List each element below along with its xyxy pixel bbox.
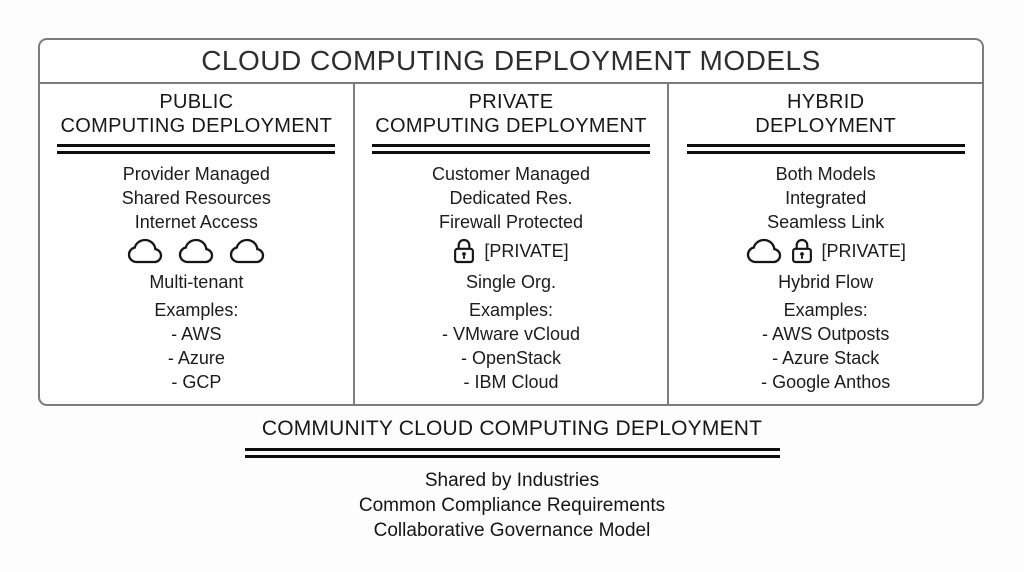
example-item: - AWS Outposts xyxy=(761,324,890,344)
examples-label: Examples: xyxy=(783,300,868,320)
cloud-icon xyxy=(127,238,163,264)
example-item: - GCP xyxy=(171,372,222,392)
example-item: - OpenStack xyxy=(460,348,562,368)
double-rule-divider xyxy=(57,144,336,154)
column-public-header-line2: COMPUTING DEPLOYMENT xyxy=(60,115,333,137)
example-item: - Azure Stack xyxy=(772,348,880,368)
cloud-icon xyxy=(178,238,214,264)
column-hybrid-icon-row: [PRIVATE] xyxy=(669,238,982,264)
feature-item: Provider Managed xyxy=(122,164,270,184)
column-public-header-line1: PUBLIC xyxy=(159,91,234,113)
column-hybrid-tenancy: Hybrid Flow xyxy=(778,272,874,292)
diagram-title: CLOUD COMPUTING DEPLOYMENT MODELS xyxy=(40,40,982,84)
cloud-icon xyxy=(229,238,265,264)
lock-icon xyxy=(453,238,475,264)
feature-item: Integrated xyxy=(785,188,867,208)
double-rule-divider xyxy=(244,448,780,458)
column-private: PRIVATE COMPUTING DEPLOYMENT Customer Ma… xyxy=(352,84,668,404)
column-private-tenancy: Single Org. xyxy=(465,272,557,292)
column-hybrid-header-line1: HYBRID xyxy=(786,91,865,113)
column-public-icon-row xyxy=(40,238,353,264)
community-features: Shared by Industries Common Compliance R… xyxy=(0,468,1024,543)
feature-item: Both Models xyxy=(775,164,876,184)
feature-item: Shared Resources xyxy=(121,188,271,208)
column-private-examples: - VMware vCloud - OpenStack - IBM Cloud xyxy=(355,322,668,394)
deployment-models-panel: CLOUD COMPUTING DEPLOYMENT MODELS PUBLIC… xyxy=(38,38,984,406)
feature-item: Firewall Protected xyxy=(438,212,584,232)
private-label: [PRIVATE] xyxy=(484,240,569,261)
community-section: COMMUNITY CLOUD COMPUTING DEPLOYMENT Sha… xyxy=(0,416,1024,543)
feature-item: Dedicated Res. xyxy=(449,188,573,208)
column-private-header-line2: COMPUTING DEPLOYMENT xyxy=(375,115,647,137)
column-public-examples: - AWS - Azure - GCP xyxy=(40,322,353,394)
feature-item: Collaborative Governance Model xyxy=(373,520,651,541)
example-item: - VMware vCloud xyxy=(441,324,581,344)
column-private-header-line1: PRIVATE xyxy=(468,91,554,113)
feature-item: Shared by Industries xyxy=(424,470,600,491)
lock-icon xyxy=(791,238,813,264)
column-public: PUBLIC COMPUTING DEPLOYMENT Provider Man… xyxy=(40,84,353,404)
example-item: - IBM Cloud xyxy=(463,372,559,392)
feature-item: Customer Managed xyxy=(431,164,591,184)
column-hybrid-examples: - AWS Outposts - Azure Stack - Google An… xyxy=(669,322,982,394)
examples-label: Examples: xyxy=(468,300,554,320)
double-rule-divider xyxy=(371,144,651,154)
community-title: COMMUNITY CLOUD COMPUTING DEPLOYMENT xyxy=(261,417,763,440)
deployment-columns: PUBLIC COMPUTING DEPLOYMENT Provider Man… xyxy=(40,84,982,404)
example-item: - Google Anthos xyxy=(761,372,891,392)
column-public-header: PUBLIC COMPUTING DEPLOYMENT xyxy=(40,90,353,138)
column-public-features: Provider Managed Shared Resources Intern… xyxy=(40,162,353,234)
column-hybrid-header-line2: DEPLOYMENT xyxy=(755,115,897,137)
column-hybrid-header: HYBRID DEPLOYMENT xyxy=(669,90,982,138)
column-private-icon-row: [PRIVATE] xyxy=(355,238,668,264)
column-private-features: Customer Managed Dedicated Res. Firewall… xyxy=(355,162,668,234)
example-item: - Azure xyxy=(167,348,225,368)
feature-item: Seamless Link xyxy=(767,212,885,232)
feature-item: Internet Access xyxy=(134,212,258,232)
feature-item: Common Compliance Requirements xyxy=(358,495,666,516)
example-item: - AWS xyxy=(171,324,222,344)
column-public-tenancy: Multi-tenant xyxy=(149,272,244,292)
double-rule-divider xyxy=(686,144,965,154)
examples-label: Examples: xyxy=(154,300,239,320)
cloud-icon xyxy=(746,238,782,264)
column-hybrid-features: Both Models Integrated Seamless Link xyxy=(669,162,982,234)
column-hybrid: HYBRID DEPLOYMENT Both Models Integrated… xyxy=(667,84,982,404)
private-label: [PRIVATE] xyxy=(821,240,906,261)
column-private-header: PRIVATE COMPUTING DEPLOYMENT xyxy=(355,90,668,138)
